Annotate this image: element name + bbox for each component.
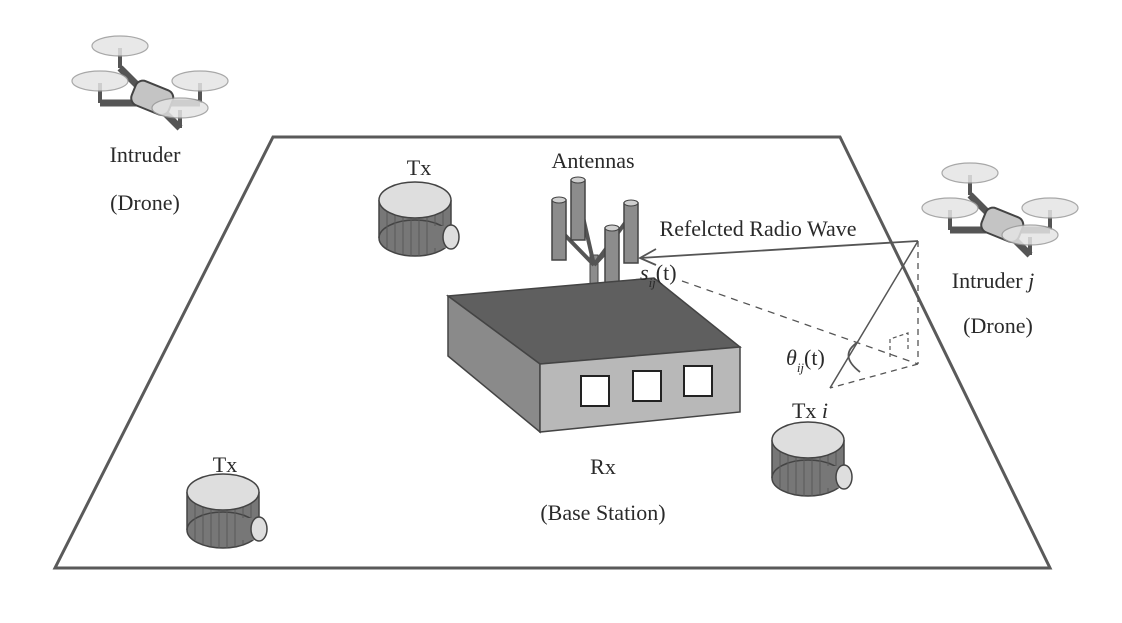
drone-icon bbox=[72, 36, 228, 128]
signal-label: sij(t) bbox=[640, 260, 677, 290]
ground-projection-line bbox=[829, 363, 919, 389]
drone-icon bbox=[922, 163, 1078, 255]
angle-label: θij(t) bbox=[786, 345, 825, 375]
intruder-j-type: (Drone) bbox=[963, 313, 1033, 338]
intruder-left-type: (Drone) bbox=[110, 190, 180, 215]
transmitter-icon bbox=[378, 181, 460, 257]
right-angle-marker bbox=[889, 332, 909, 357]
tx-bottom-left-label: Tx bbox=[213, 452, 237, 477]
transmitter-icon bbox=[771, 421, 853, 497]
intruder-left-label: Intruder bbox=[110, 142, 182, 167]
tx-to-drone-line bbox=[829, 240, 919, 389]
antennas-label: Antennas bbox=[551, 148, 634, 173]
transmitter-icon bbox=[186, 473, 268, 549]
rx-to-projection-line bbox=[681, 280, 919, 365]
arrow-head-icon bbox=[637, 248, 657, 266]
ground-plane bbox=[52, 135, 1053, 570]
intruder-j-label: Intruder j bbox=[952, 268, 1034, 293]
rx-label: Rx bbox=[590, 454, 616, 479]
reflected-wave-arrow bbox=[639, 240, 919, 259]
reflected-wave-label: Refelcted Radio Wave bbox=[660, 216, 857, 241]
tx-i-label: Tx i bbox=[792, 398, 828, 423]
base-station-icon bbox=[445, 277, 742, 434]
rx-type: (Base Station) bbox=[540, 500, 665, 525]
angle-arc bbox=[847, 341, 861, 373]
tx-top-label: Tx bbox=[407, 155, 431, 180]
